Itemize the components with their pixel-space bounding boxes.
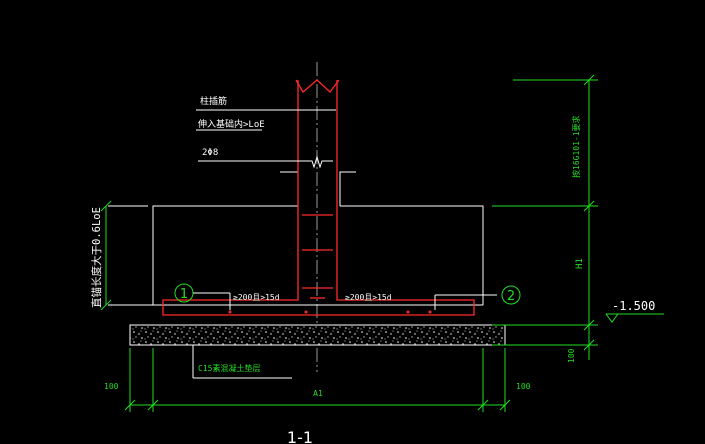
height-label: H1 — [575, 258, 585, 269]
bedding-label: C15素混凝土垫层 — [198, 363, 260, 373]
marker-1: 1 — [174, 283, 231, 310]
bedding-layer — [129, 324, 506, 346]
bedding-thickness-label: 100 — [567, 348, 576, 363]
rebar-dots — [228, 310, 432, 314]
column-rebar — [162, 79, 475, 316]
vertical-anchor-label: 直锚长度大于0.6LoE — [90, 207, 103, 308]
leaders — [108, 109, 497, 379]
bend-right-label: ≥200且>15d — [345, 293, 392, 302]
section-title: 1-1 — [287, 428, 313, 444]
bend-left-label: ≥200且>15d — [233, 293, 280, 302]
marker-2-label: 2 — [507, 289, 515, 304]
stirrups-label: 2Φ8 — [202, 148, 218, 158]
footing-outline — [152, 171, 484, 306]
marker-1-label: 1 — [180, 287, 188, 302]
width-label: A1 — [313, 389, 323, 398]
column-bars-label: 柱插筋 — [200, 95, 227, 107]
cover-ref-label: 按16G101-1要求 — [571, 115, 581, 178]
dimension-lines — [100, 74, 664, 412]
right-offset-label: 100 — [516, 382, 531, 391]
elevation-label: -1.500 — [612, 299, 655, 313]
marker-2: 2 — [501, 285, 521, 305]
anchor-note-label: 伸入基础内>LoE — [198, 118, 265, 130]
left-offset-label: 100 — [104, 382, 119, 391]
